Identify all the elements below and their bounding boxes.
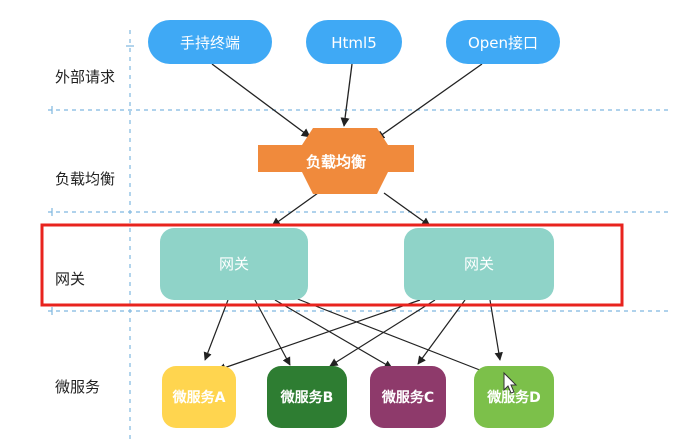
layer-label-microservice: 微服务	[55, 378, 100, 396]
gateway-highlight-box	[40, 223, 624, 307]
service-label: 微服务C	[381, 389, 434, 406]
gateway-node-1: 网关	[160, 228, 308, 300]
layer-grid	[48, 30, 670, 440]
client-html5: Html5	[306, 20, 402, 64]
service-node-c: 微服务C	[370, 366, 446, 428]
arrow-gw2-to-d	[489, 299, 503, 361]
load-balancer-label: 负载均衡	[306, 153, 366, 171]
layer-label-gateway: 网关	[55, 270, 85, 288]
arrow-lb-to-gw2	[383, 192, 431, 227]
arrow-lb-to-gw1	[271, 192, 319, 227]
gateway-arrows	[203, 297, 503, 376]
gateway-node-2: 网关	[404, 228, 554, 300]
arrow-open-to-lb	[375, 63, 483, 140]
load-balancer-node: 负载均衡	[258, 128, 414, 194]
arrow-gw1-to-d	[294, 297, 491, 376]
service-node-b: 微服务B	[267, 366, 347, 428]
arrow-gw1-to-c	[274, 299, 393, 369]
client-label: Open接口	[468, 34, 538, 52]
gateway-label: 网关	[464, 255, 494, 273]
arrow-gw1-to-b	[254, 299, 291, 366]
client-open: Open接口	[446, 20, 560, 64]
arrow-html5-to-lb	[340, 63, 353, 127]
arrow-gw1-to-a	[203, 299, 229, 361]
arrow-gw2-to-b	[329, 299, 436, 367]
service-node-a: 微服务A	[162, 366, 236, 428]
arrow-gw2-to-a	[217, 299, 421, 372]
arrow-gw2-to-c	[417, 299, 466, 365]
service-label: 微服务B	[280, 389, 334, 406]
client-arrows	[211, 63, 483, 140]
client-label: Html5	[331, 34, 376, 52]
layer-label-load-balancer: 负载均衡	[55, 170, 115, 188]
service-label: 微服务A	[172, 389, 226, 406]
arrow-handheld-to-lb	[211, 63, 311, 138]
client-handheld: 手持终端	[148, 20, 272, 64]
client-label: 手持终端	[180, 34, 240, 52]
mouse-pointer-icon	[503, 371, 518, 394]
lb-arrows	[271, 192, 431, 227]
layer-label-external: 外部请求	[55, 68, 115, 86]
service-label: 微服务D	[486, 389, 541, 406]
service-node-d: 微服务D	[474, 366, 554, 428]
gateway-label: 网关	[219, 255, 249, 273]
